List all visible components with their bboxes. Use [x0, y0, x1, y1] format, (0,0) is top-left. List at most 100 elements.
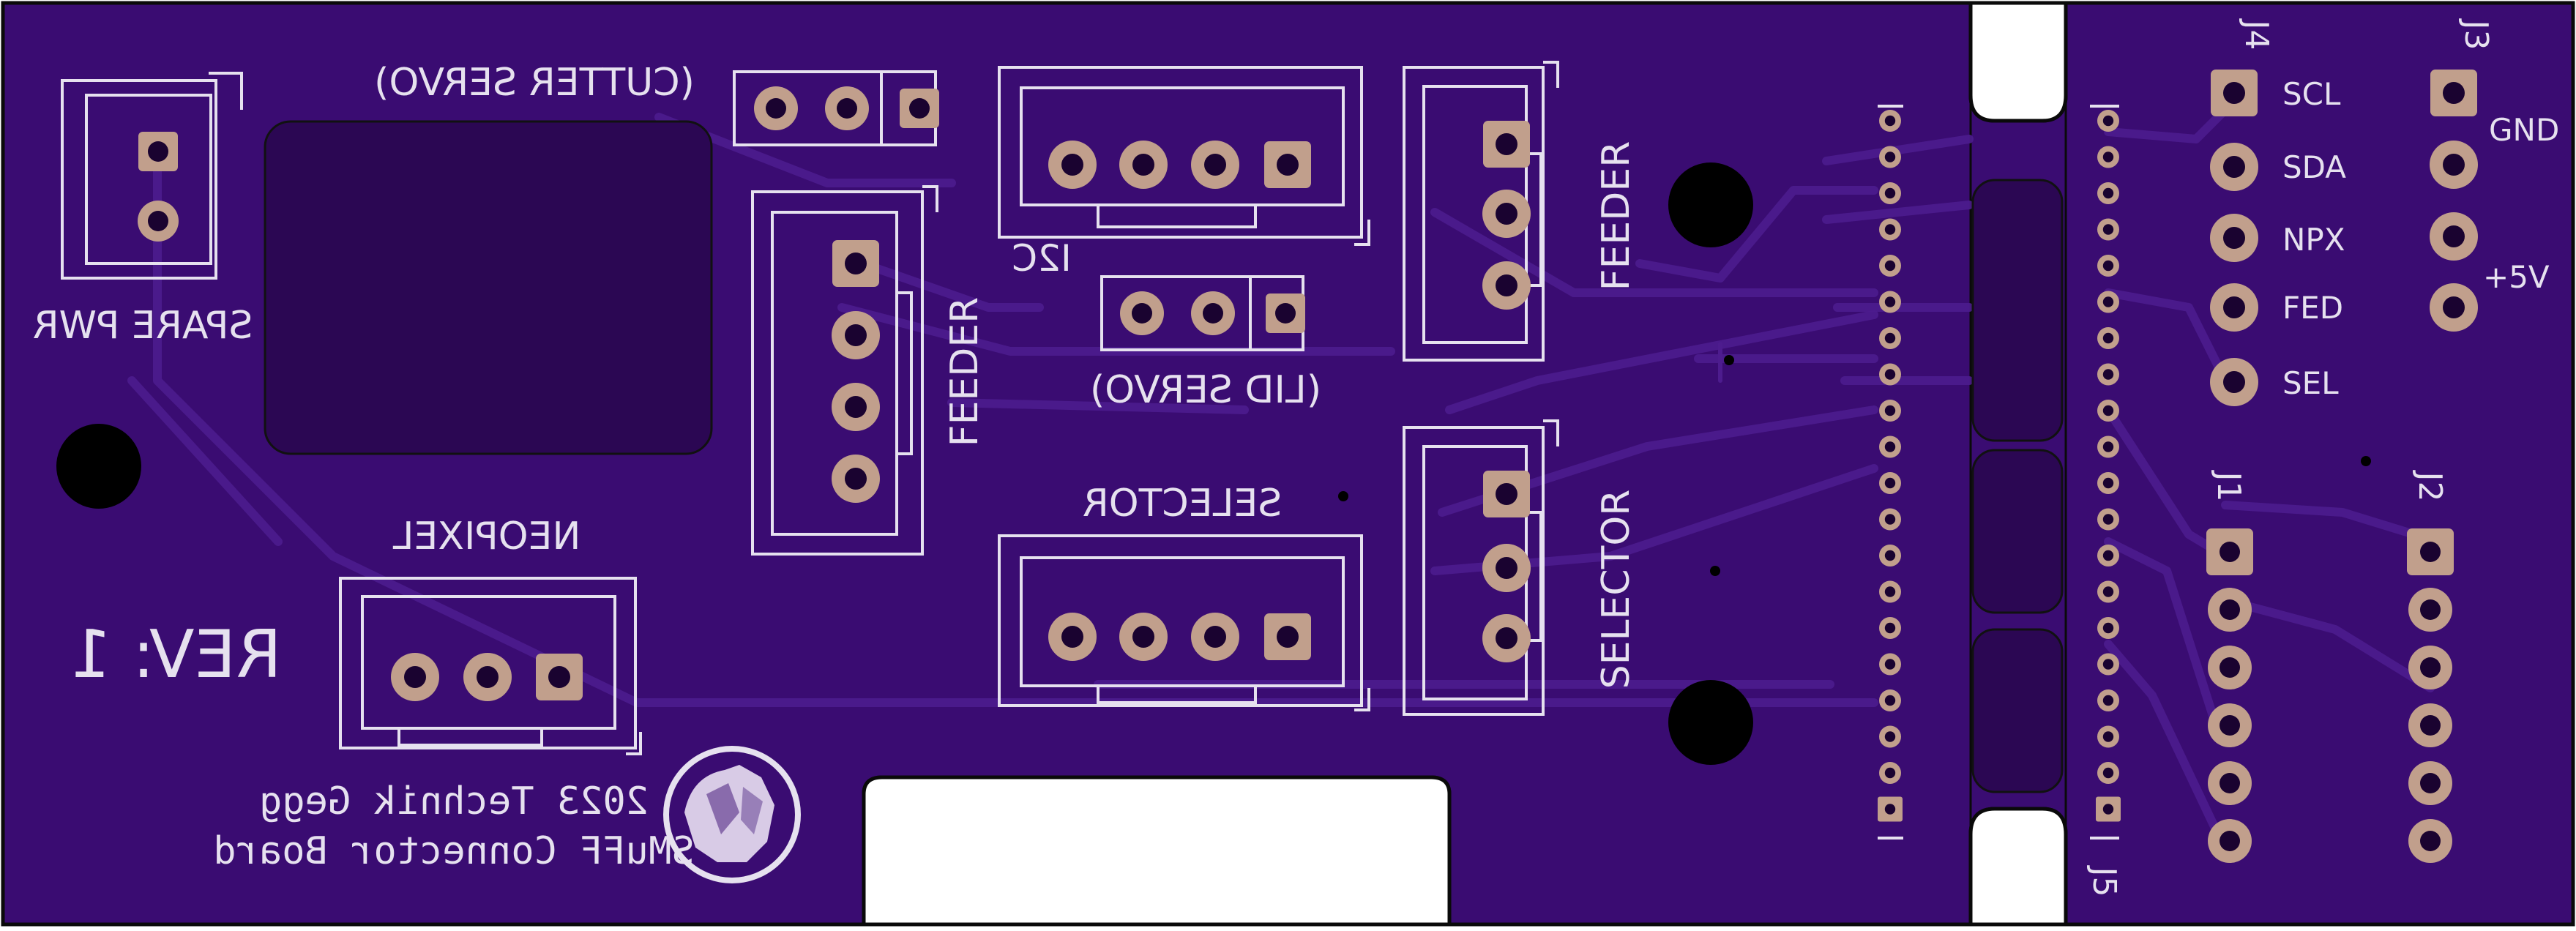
pin-hole — [2102, 731, 2114, 742]
label-selector-bottom: SELECTOR — [1083, 482, 1283, 526]
pin-hole — [2220, 599, 2240, 620]
pin-hole — [1884, 767, 1896, 779]
pin-hole — [2102, 332, 2114, 344]
label-title-line2: 2023 Technik Gegg — [259, 779, 649, 823]
lid-servo-header — [1100, 275, 1305, 351]
pin-hole — [1884, 115, 1896, 127]
vias — [1338, 355, 2371, 576]
pin-hole — [2102, 477, 2114, 489]
pin-hole — [2420, 657, 2441, 678]
j4-pin-label-3: NPX — [2282, 222, 2345, 258]
pin-hole — [2102, 369, 2114, 380]
mounting-hole — [1668, 162, 1753, 247]
label-neopixel: NEOPIXEL — [393, 515, 581, 558]
feeder-right-connector — [1403, 61, 1559, 362]
pin-hole — [1884, 550, 1896, 561]
keepout-middle — [1971, 449, 2064, 614]
pin-hole — [1884, 659, 1896, 670]
pin-hole — [1884, 514, 1896, 525]
pin-hole — [2420, 715, 2441, 736]
keepout-lower — [1971, 628, 2064, 793]
ref-j1: J1 — [2210, 470, 2247, 502]
j1-header — [2206, 528, 2253, 863]
pin-hole — [2220, 831, 2240, 851]
pin-hole — [2220, 715, 2240, 736]
copper-pour-large — [264, 120, 713, 455]
label-feeder-right: FEEDER — [1594, 141, 1638, 291]
j4-pin-label-5: SEL — [2282, 365, 2339, 401]
pin-hole — [1884, 224, 1896, 235]
pin-hole — [2420, 831, 2441, 851]
j4-pin-label-4: FED — [2282, 290, 2343, 326]
mounting-hole — [56, 424, 141, 509]
board-notch-top — [1968, 1, 2068, 123]
pin-hole — [2420, 599, 2441, 620]
i2c-connector — [998, 66, 1370, 246]
selector-bottom-connector — [998, 534, 1370, 711]
j4-header — [2210, 70, 2258, 406]
pin-hole — [1884, 260, 1896, 272]
pin-hole — [2102, 115, 2114, 127]
pin-hole — [2102, 659, 2114, 670]
pin-hole — [2220, 773, 2240, 793]
pin-hole — [2102, 767, 2114, 779]
label-lid-servo: (LID SERVO) — [1090, 368, 1321, 412]
pin-hole — [1884, 622, 1896, 634]
selector-right-connector — [1403, 419, 1559, 716]
cutter-servo-header — [733, 70, 939, 146]
pin-hole — [2102, 622, 2114, 634]
pin-hole — [2102, 296, 2114, 307]
pin-hole — [2102, 224, 2114, 235]
label-title-line1: SMuFF Connector Board — [213, 829, 694, 873]
pin-hole — [1884, 731, 1896, 742]
pin-hole — [2102, 514, 2114, 525]
pin-hole — [2102, 550, 2114, 561]
ref-j4: J4 — [2238, 18, 2275, 51]
pin-hole — [2102, 586, 2114, 597]
pin-hole — [1884, 405, 1896, 416]
pin-hole — [1884, 586, 1896, 597]
pin-hole — [1884, 477, 1896, 489]
right-pin-row — [2090, 105, 2121, 840]
ref-j5: J5 — [2086, 865, 2123, 897]
mounting-hole — [1668, 680, 1753, 765]
feeder-left-connector — [751, 185, 938, 556]
pin-hole — [2102, 695, 2114, 706]
pin-hole — [2102, 405, 2114, 416]
j3-label-gnd: GND — [2489, 112, 2559, 148]
logo-icon — [663, 746, 801, 883]
j3-header — [2430, 70, 2478, 332]
label-selector-right: SELECTOR — [1594, 490, 1638, 689]
neopixel-connector — [339, 577, 642, 755]
pin-hole — [1884, 695, 1896, 706]
keepout-upper — [1971, 179, 2064, 442]
pin-hole — [1884, 187, 1896, 199]
pin-hole — [2102, 260, 2114, 272]
pin-hole — [2102, 441, 2114, 452]
label-cutter-servo: (CUTTER SERVO) — [374, 61, 695, 105]
j4-pin-label-2: SDA — [2282, 149, 2346, 185]
label-spare-pwr: SPARE PWR — [32, 304, 253, 348]
pin-hole — [2220, 657, 2240, 678]
pin-hole — [1884, 332, 1896, 344]
label-i2c: I2C — [1012, 237, 1071, 280]
left-pin-row — [1878, 105, 1903, 840]
pin-hole — [1884, 296, 1896, 307]
j3-label-vcc: +5V — [2483, 259, 2550, 295]
j4-pin-label-1: SCL — [2282, 76, 2341, 112]
j2-header — [2407, 528, 2454, 863]
pin-hole — [1884, 804, 1896, 815]
spare-pwr-connector — [61, 72, 243, 280]
label-feeder-left: FEEDER — [943, 297, 987, 447]
board-cutout — [862, 775, 1452, 927]
pin-hole — [2102, 187, 2114, 199]
ref-j2: J2 — [2411, 470, 2449, 502]
board-notch-bottom — [1968, 807, 2068, 927]
pin-hole — [2420, 773, 2441, 793]
pin-hole — [1884, 152, 1896, 162]
ref-j3: J3 — [2457, 18, 2495, 51]
pin-hole — [1884, 369, 1896, 380]
pin-hole — [1884, 441, 1896, 452]
